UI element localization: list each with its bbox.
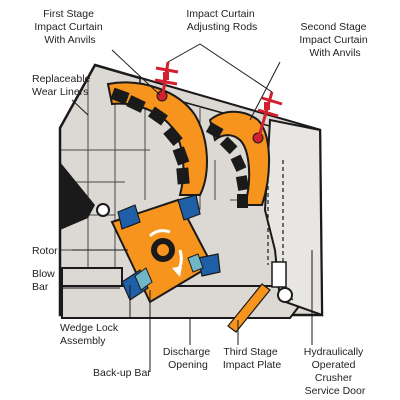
label-third-stage: Third Stage Impact Plate — [223, 346, 282, 371]
label-adjusting-rods: Impact Curtain Adjusting Rods — [186, 8, 257, 33]
label-blow-bar: Blow Bar — [32, 268, 58, 293]
blow-bar — [177, 194, 201, 221]
leader-lines — [62, 43, 313, 372]
blow-bar — [117, 204, 141, 230]
rotation-arrow-icon — [148, 229, 171, 238]
first-stage-anvils — [110, 87, 190, 185]
label-rotor: Rotor — [32, 245, 58, 257]
left-wear-liner — [60, 162, 95, 230]
label-wedge-lock: Wedge Lock Assembly — [60, 322, 121, 347]
label-backup-bar: Back-up Bar — [93, 367, 151, 379]
back-up-bar — [134, 267, 153, 291]
impact-curtain-adjusting-rods — [154, 61, 283, 141]
label-service-door: Hydraulically Operated Crusher Service D… — [304, 346, 366, 397]
label-discharge: Discharge Opening — [163, 346, 213, 371]
second-stage-anvils — [205, 122, 250, 208]
label-first-stage: First Stage Impact Curtain With Anvils — [34, 8, 105, 46]
label-second-stage: Second Stage Impact Curtain With Anvils — [299, 21, 370, 59]
back-up-bar — [187, 253, 204, 273]
service-door — [263, 118, 324, 317]
label-wear-liners: Replaceable Wear Liners — [32, 73, 93, 98]
blow-bar — [197, 253, 221, 277]
liner-bolt — [96, 203, 110, 217]
rotor — [110, 194, 221, 304]
